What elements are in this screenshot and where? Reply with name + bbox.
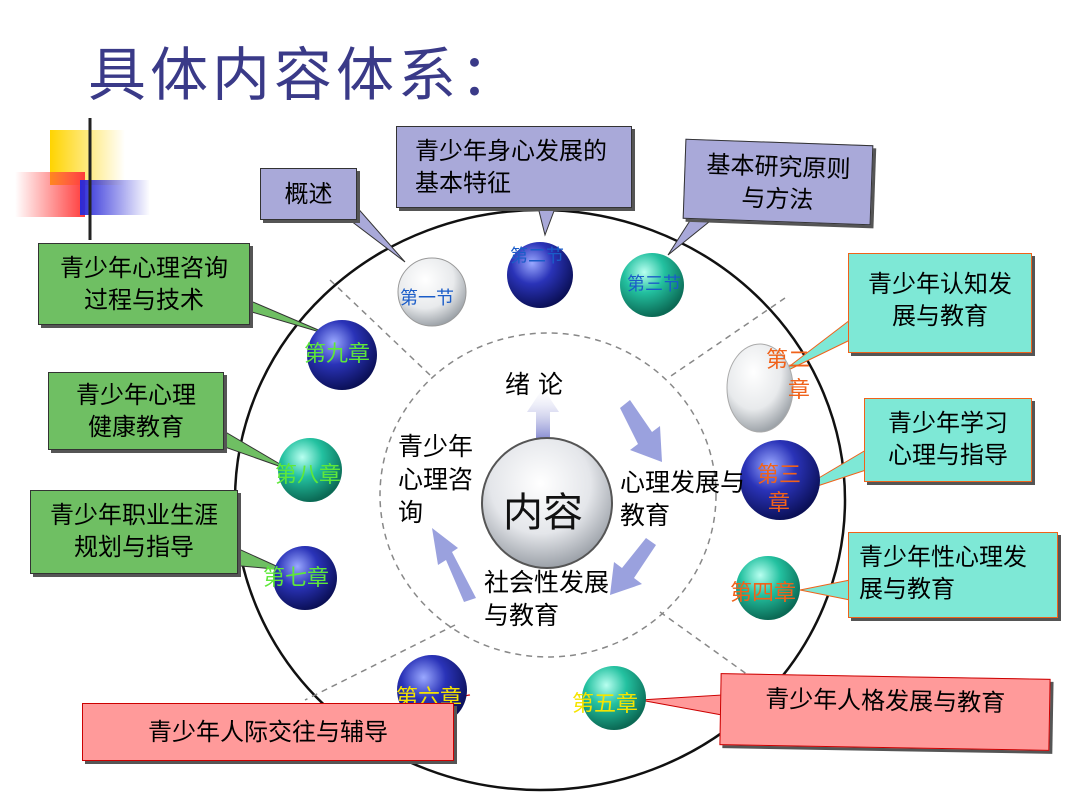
sphere-s3 <box>620 253 684 317</box>
callout-c5: 青少年人格发展与教育 <box>719 673 1051 751</box>
callout-s2: 青少年身心发展的基本特征 <box>396 126 632 208</box>
node-label-c5: 第五章 <box>572 692 639 717</box>
sphere-c3 <box>740 440 820 520</box>
inner-right-label: 心理发展与教育 <box>620 468 746 530</box>
sphere-c7 <box>273 546 337 610</box>
sphere-c2 <box>726 343 794 433</box>
node-label-s1: 第一节 <box>400 288 454 309</box>
node-label-c9: 第九章 <box>304 342 371 367</box>
callout-s3: 基本研究原则与方法 <box>682 138 874 226</box>
arrow-up <box>527 388 559 445</box>
spheres <box>273 242 820 730</box>
center-label: 内容 <box>503 490 583 536</box>
callout-c2: 青少年认知发展与教育 <box>848 253 1032 353</box>
inner-arrows <box>432 388 662 602</box>
sphere-c5 <box>582 666 646 730</box>
node-label-s3: 第三节 <box>627 274 681 295</box>
center-sphere <box>481 437 613 569</box>
inner-left-label: 青少年心理咨询 <box>398 432 474 527</box>
node-label-c4: 第四章 <box>730 581 797 606</box>
callout-c6: 青少年人际交往与辅导 <box>82 703 454 761</box>
node-label-c8: 第八章 <box>275 463 342 488</box>
sphere-s1 <box>397 257 467 327</box>
inner-ring <box>379 332 717 658</box>
node-label-c3: 第三章 <box>756 463 801 516</box>
page-title: 具体内容体系： <box>88 41 523 109</box>
arrow-down-right <box>620 400 662 462</box>
inner-bottom-label: 社会性发展与教育 <box>484 568 610 630</box>
callout-c4: 青少年性心理发展与教育 <box>848 532 1058 618</box>
arrow-up-left <box>432 528 476 602</box>
callout-c9: 青少年心理咨询过程与技术 <box>38 243 250 325</box>
callout-c3: 青少年学习心理与指导 <box>864 398 1032 482</box>
callout-c7: 青少年职业生涯规划与指导 <box>30 490 238 574</box>
arrow-down-left <box>610 538 656 595</box>
sphere-c4 <box>736 556 800 620</box>
node-label-c2: 第二章 <box>765 348 810 403</box>
sphere-c9 <box>307 320 377 390</box>
sphere-s2 <box>507 242 573 308</box>
inner-top-label: 绪 论 <box>505 370 563 399</box>
sphere-c8 <box>278 438 342 502</box>
callout-s1: 概述 <box>260 168 357 220</box>
node-label-c7: 第七章 <box>263 566 330 591</box>
node-label-s2: 第二节 <box>510 246 564 267</box>
callout-c8: 青少年心理健康教育 <box>48 372 224 450</box>
